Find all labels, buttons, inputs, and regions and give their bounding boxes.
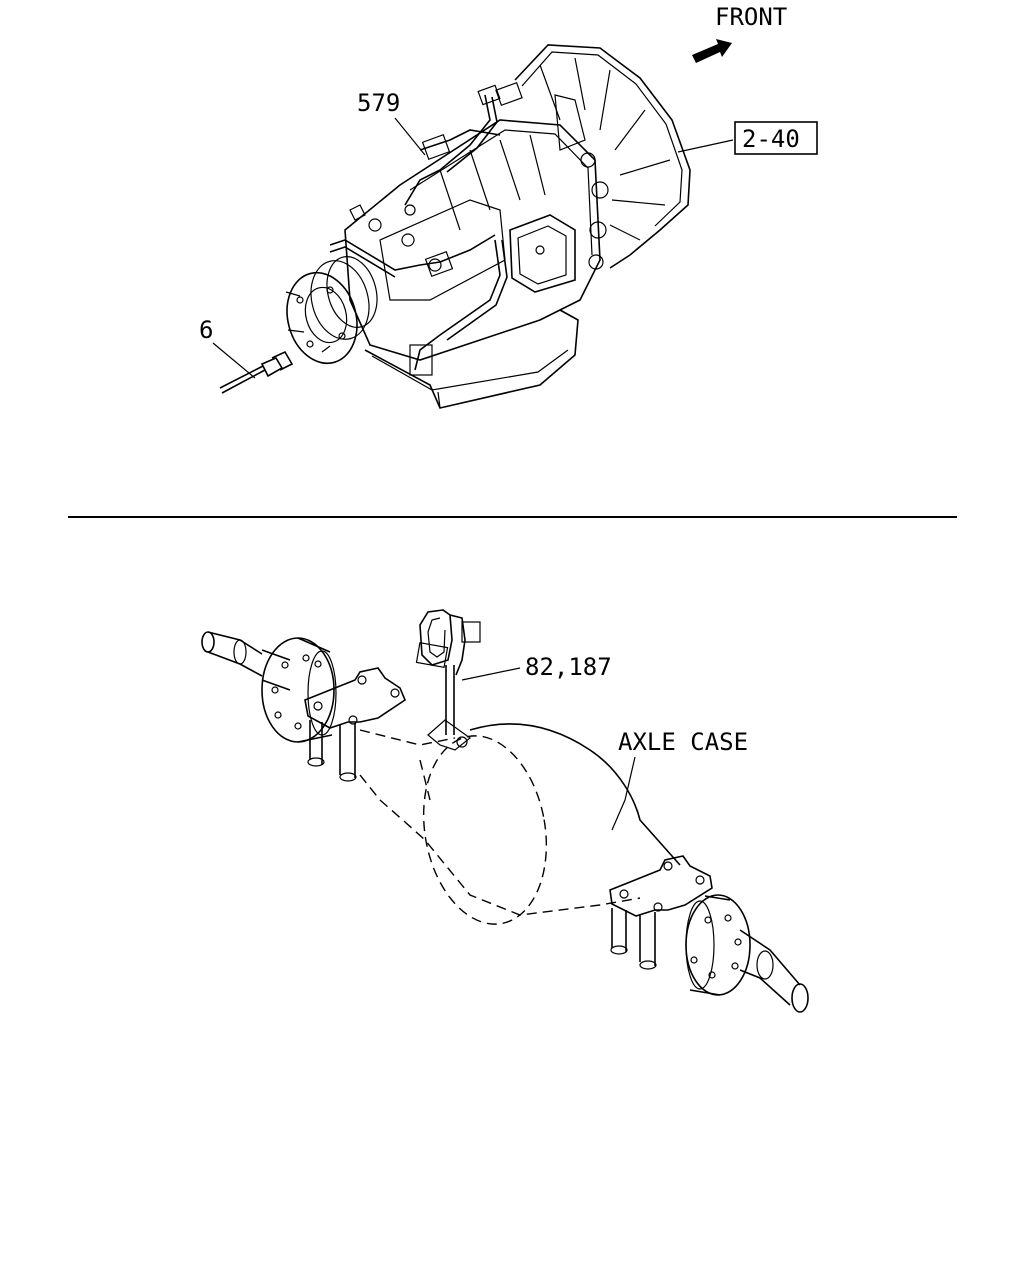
leader-axle-case [611,756,636,831]
transmission-case [344,119,601,361]
leader-579 [394,117,426,156]
output-flange [285,256,378,365]
left-spring-seat [304,667,406,782]
front-arrow-icon [692,39,732,63]
left-spindle [201,631,291,691]
leader-2-40 [677,139,734,153]
callout-6: 6 [199,316,213,344]
axle-harness-82-187 [415,609,481,751]
left-hub-flange [261,637,337,743]
callout-579: 579 [357,89,400,117]
callout-2-40: 2-40 [742,125,800,153]
right-hub-flange [685,894,751,996]
callout-82-187: 82,187 [525,653,612,681]
top-callouts: 579 6 2-40 [199,89,818,379]
oil-pan [364,309,579,409]
right-spindle [739,929,809,1013]
harness-579 [329,81,523,376]
front-label: FRONT [715,3,787,31]
leader-6 [212,342,256,379]
ref-box-frame [734,121,818,155]
axle-case-label: AXLE CASE [618,728,748,756]
right-spring-seat [609,855,713,970]
valve-body-cover [509,214,576,293]
axle-assembly: 82,187 AXLE CASE [201,609,809,1013]
bell-housing [514,44,691,270]
speed-sensor-6 [219,350,294,394]
leader-82-187 [461,667,521,681]
transmission-assembly: FRONT [199,3,818,409]
bottom-callouts: 82,187 AXLE CASE [461,653,748,831]
